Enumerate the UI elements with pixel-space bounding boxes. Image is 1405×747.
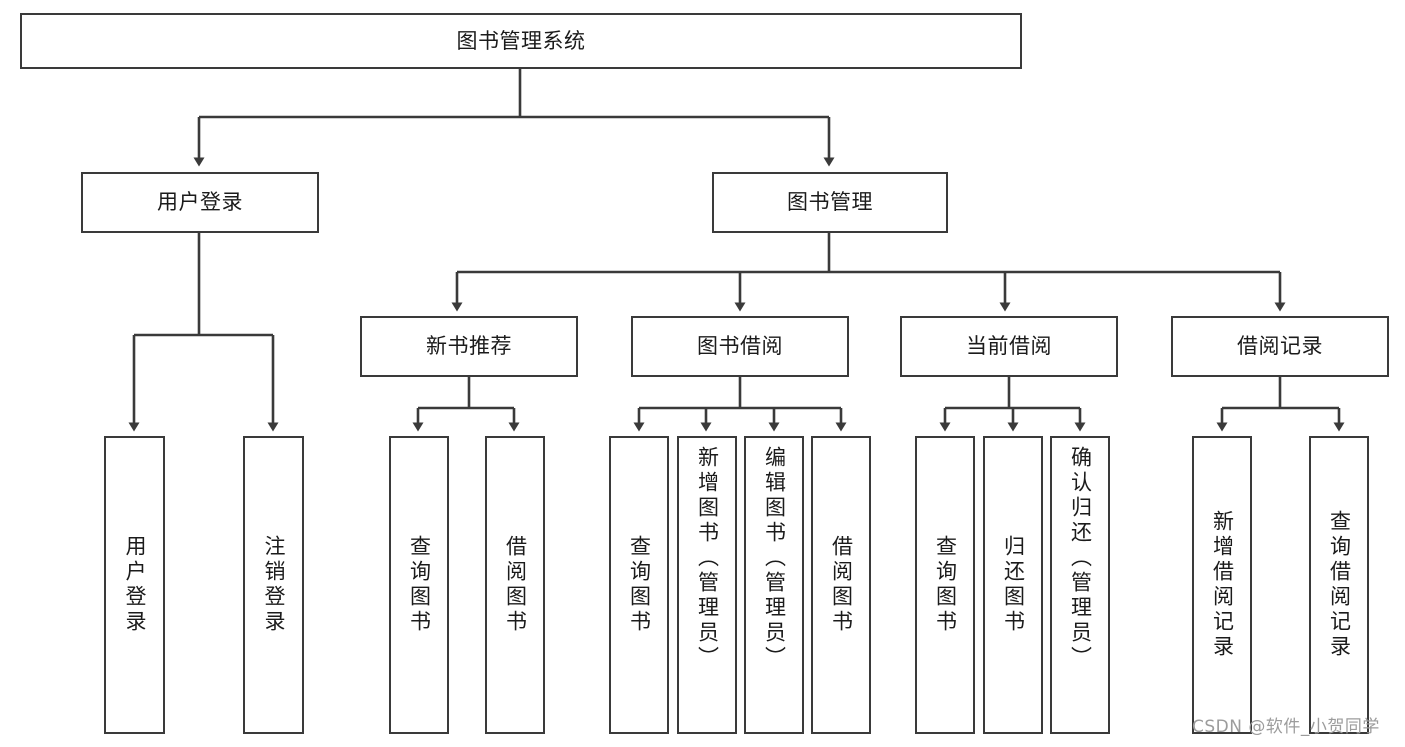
node-root[interactable]: 图书管理系统 [20,13,1022,69]
node-new-book-recommend[interactable]: 新书推荐 [360,316,578,377]
watermark: CSDN @软件_小贺同学 [1192,717,1380,737]
node-leaf-edit-book-label: 编辑图书（管理员） [762,446,787,671]
node-leaf-user-login[interactable]: 用户登录 [104,436,165,734]
node-leaf-add-book[interactable]: 新增图书（管理员） [677,436,737,734]
node-leaf-borrow-book-2[interactable]: 借阅图书 [811,436,871,734]
node-leaf-borrow-book-1[interactable]: 借阅图书 [485,436,545,734]
node-leaf-return-book[interactable]: 归还图书 [983,436,1043,734]
node-root-label: 图书管理系统 [456,28,586,53]
node-leaf-add-record[interactable]: 新增借阅记录 [1192,436,1252,734]
node-leaf-query-book-1-label: 查询图书 [407,535,432,635]
node-current-borrow[interactable]: 当前借阅 [900,316,1118,377]
node-leaf-confirm-return-label: 确认归还（管理员） [1068,446,1093,671]
node-borrow-record-label: 借阅记录 [1237,334,1323,359]
node-book-borrow[interactable]: 图书借阅 [631,316,849,377]
node-leaf-return-book-label: 归还图书 [1001,535,1026,635]
node-book-manage[interactable]: 图书管理 [712,172,948,233]
node-leaf-query-book-2-label: 查询图书 [627,535,652,635]
node-leaf-query-book-3-label: 查询图书 [933,535,958,635]
node-user-login-label: 用户登录 [157,190,243,215]
node-leaf-query-book-2[interactable]: 查询图书 [609,436,669,734]
node-leaf-add-book-label: 新增图书（管理员） [695,446,720,671]
node-leaf-borrow-book-2-label: 借阅图书 [829,535,854,635]
node-borrow-record[interactable]: 借阅记录 [1171,316,1389,377]
node-leaf-query-record-label: 查询借阅记录 [1327,510,1352,660]
node-leaf-user-login-label: 用户登录 [123,535,147,635]
node-book-borrow-label: 图书借阅 [697,334,783,359]
node-current-borrow-label: 当前借阅 [966,334,1052,359]
node-new-book-recommend-label: 新书推荐 [426,334,512,359]
node-leaf-logout-label: 注销登录 [262,535,286,635]
node-user-login[interactable]: 用户登录 [81,172,319,233]
node-leaf-borrow-book-1-label: 借阅图书 [503,535,528,635]
node-leaf-query-book-1[interactable]: 查询图书 [389,436,449,734]
node-book-manage-label: 图书管理 [787,190,873,215]
node-leaf-add-record-label: 新增借阅记录 [1210,510,1235,660]
node-leaf-query-record[interactable]: 查询借阅记录 [1309,436,1369,734]
node-leaf-edit-book[interactable]: 编辑图书（管理员） [744,436,804,734]
node-leaf-confirm-return[interactable]: 确认归还（管理员） [1050,436,1110,734]
node-leaf-query-book-3[interactable]: 查询图书 [915,436,975,734]
node-leaf-logout[interactable]: 注销登录 [243,436,304,734]
